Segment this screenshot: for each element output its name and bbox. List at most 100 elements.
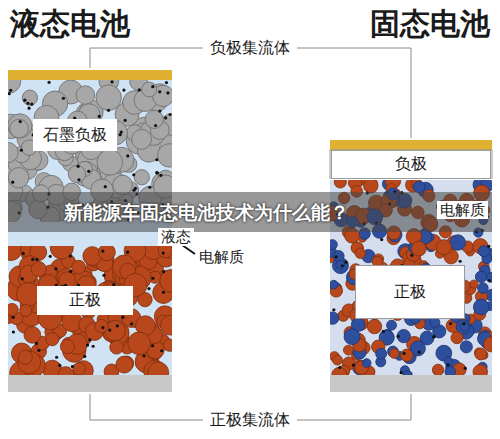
box-label: 石墨负极	[43, 125, 107, 146]
anode-layer	[330, 150, 492, 178]
lithium-dot	[162, 291, 165, 294]
lithium-dot	[126, 251, 129, 254]
particle	[332, 355, 342, 365]
particle	[475, 271, 486, 282]
particle	[473, 365, 487, 375]
particle	[58, 367, 74, 375]
particle	[460, 341, 472, 353]
lithium-dot	[134, 187, 137, 190]
particle	[18, 351, 41, 374]
leader-line	[297, 48, 411, 138]
part-label: 负极集流体	[210, 38, 290, 57]
lithium-dot	[380, 238, 383, 241]
particle	[145, 110, 163, 128]
particle	[367, 319, 381, 333]
particle	[142, 82, 157, 97]
lithium-dot	[83, 355, 86, 358]
particle	[432, 364, 443, 375]
particle	[470, 280, 478, 288]
lithium-dot	[462, 322, 465, 325]
lithium-dot	[151, 85, 154, 88]
lithium-dot	[138, 88, 141, 91]
particle	[20, 305, 32, 317]
lithium-dot	[410, 254, 413, 257]
lithium-dot	[12, 330, 15, 333]
lithium-dot	[459, 260, 462, 263]
particle	[22, 90, 37, 105]
box-label: 负极	[395, 154, 427, 175]
lithium-dot	[11, 181, 14, 184]
particle	[460, 322, 469, 331]
particle	[31, 262, 46, 277]
particle	[95, 319, 108, 332]
particle	[46, 333, 59, 346]
particle	[72, 260, 86, 274]
particle	[397, 329, 410, 342]
particle	[473, 299, 489, 315]
lithium-dot	[35, 258, 38, 261]
lithium-dot	[30, 103, 33, 106]
box-label: 正极	[69, 290, 101, 311]
lithium-dot	[62, 97, 65, 100]
particle	[50, 246, 73, 259]
lithium-dot	[382, 330, 385, 333]
particle	[116, 356, 133, 373]
lithium-dot	[122, 88, 125, 91]
particle	[160, 270, 172, 293]
particle	[97, 150, 123, 176]
particle	[344, 329, 360, 345]
particle	[158, 246, 172, 258]
lithium-dot	[341, 264, 344, 267]
current-collector	[330, 140, 492, 150]
particle	[11, 343, 31, 363]
lithium-dot	[49, 255, 52, 258]
lithium-dot	[126, 154, 129, 157]
lithium-dot	[168, 113, 171, 116]
particle	[158, 144, 172, 167]
particle	[364, 180, 378, 193]
part-label: 液态	[158, 228, 194, 246]
lithium-dot	[104, 185, 107, 188]
particle	[343, 345, 353, 355]
lithium-dot	[98, 115, 101, 118]
lithium-dot	[400, 371, 403, 374]
lithium-dot	[418, 351, 421, 354]
particle	[330, 280, 338, 289]
box-label: 正极	[394, 282, 426, 303]
particle	[68, 165, 85, 182]
caption-band	[8, 192, 492, 232]
particle	[334, 180, 346, 188]
lithium-dot	[101, 326, 104, 329]
lithium-dot	[488, 279, 491, 282]
lithium-dot	[116, 324, 119, 327]
part-label: 电解质	[437, 201, 488, 219]
lithium-dot	[132, 173, 135, 176]
lithium-dot	[155, 171, 158, 174]
lithium-dot	[87, 170, 90, 173]
lithium-dot	[69, 270, 72, 273]
lithium-dot	[344, 261, 347, 264]
particle	[355, 248, 365, 258]
label-box: 正极	[37, 286, 133, 315]
lithium-dot	[23, 99, 26, 102]
particle	[330, 240, 337, 250]
label-box: 石墨负极	[33, 119, 117, 151]
particle	[445, 366, 456, 375]
lithium-dot	[433, 335, 436, 338]
lithium-dot	[151, 344, 154, 347]
lithium-dot	[158, 110, 161, 113]
lithium-dot	[26, 102, 29, 105]
particle	[73, 363, 86, 375]
lithium-dot	[159, 174, 162, 177]
particle	[330, 312, 339, 324]
lithium-dot	[335, 255, 338, 258]
lithium-dot	[107, 109, 110, 112]
heading: 液态电池	[10, 6, 130, 42]
particle	[128, 332, 151, 355]
particle	[113, 175, 133, 195]
lithium-dot	[121, 316, 124, 319]
lithium-dot	[162, 270, 165, 273]
particle	[99, 246, 116, 261]
lithium-dot	[19, 120, 22, 123]
